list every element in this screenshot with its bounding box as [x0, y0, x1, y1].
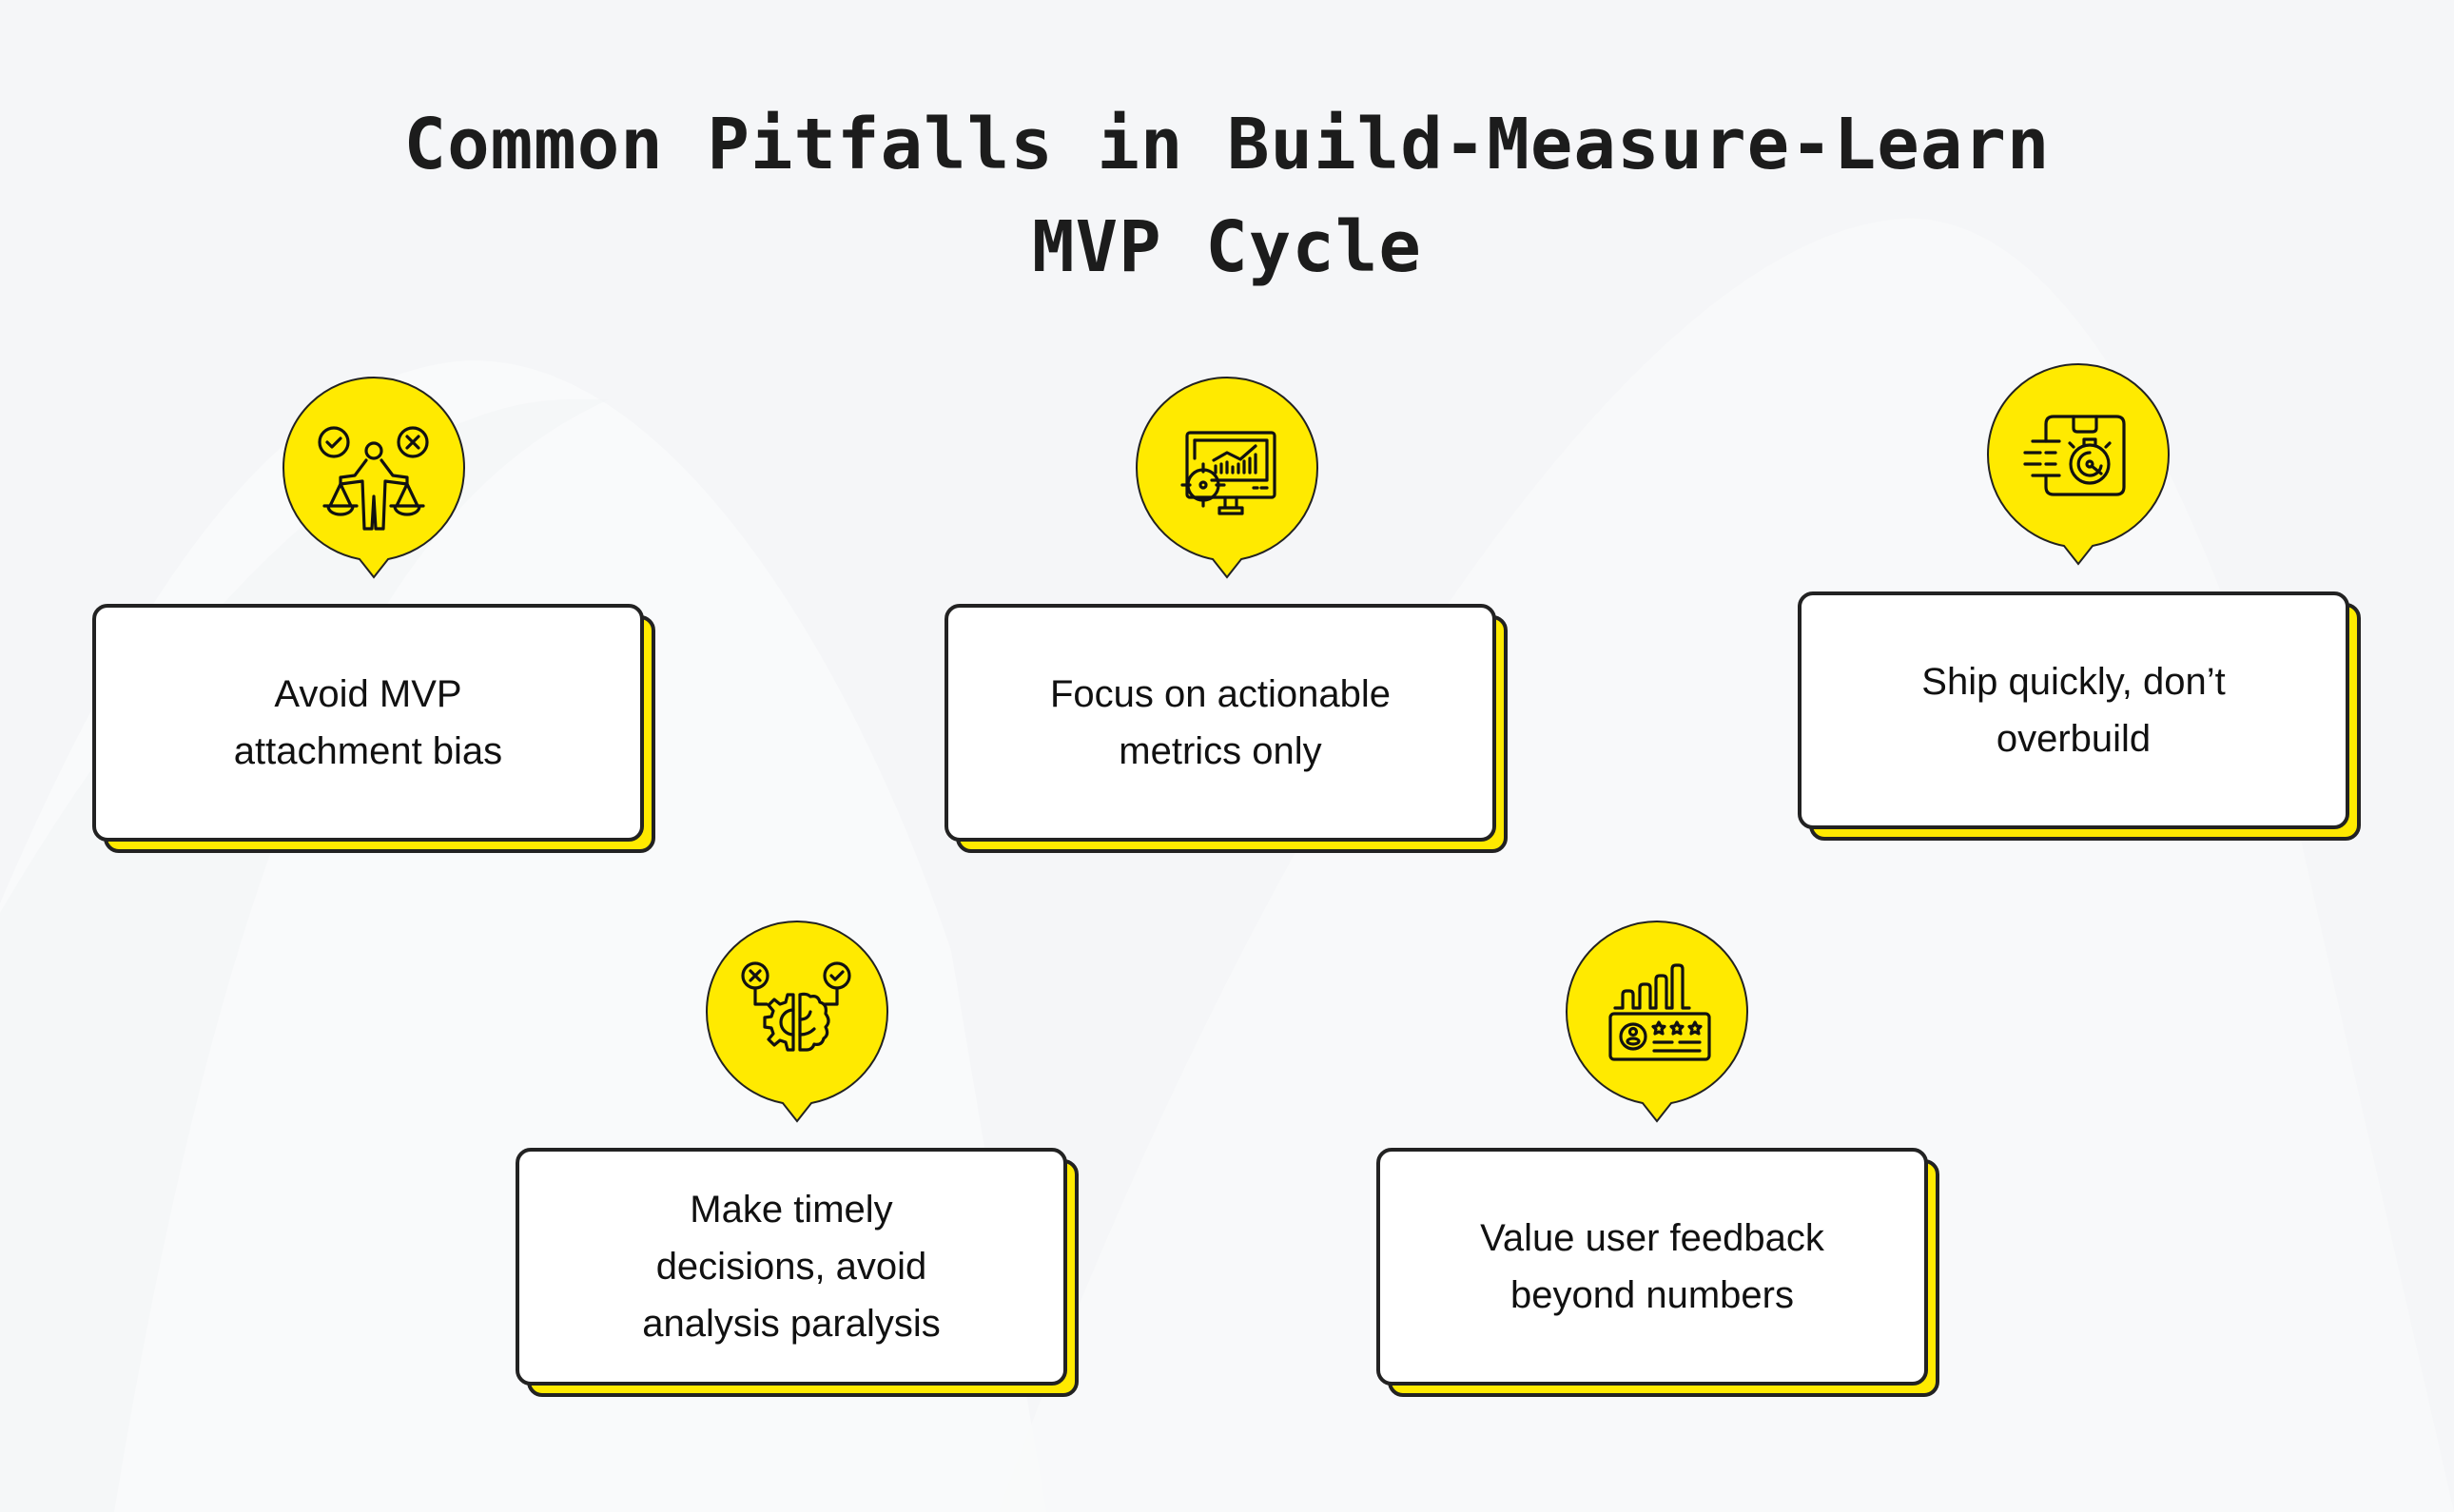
- pin-brain: [702, 917, 892, 1135]
- pitfall-card-5: Value user feedback beyond numbers: [1376, 1148, 1939, 1397]
- card-text-line: metrics only: [1119, 730, 1322, 772]
- card-body: Avoid MVP attachment bias: [92, 604, 644, 842]
- pin-balance: [279, 373, 469, 591]
- card-text-line: Value user feedback: [1480, 1217, 1824, 1259]
- card-text-line: Make timely: [690, 1189, 893, 1231]
- card-text-line: Focus on actionable: [1049, 673, 1391, 715]
- monitor-target-analytics-icon: [1180, 431, 1276, 515]
- card-body: Value user feedback beyond numbers: [1376, 1148, 1928, 1386]
- pin-delivery: [1983, 359, 2173, 578]
- title-line-1: Common Pitfalls in Build-Measure-Learn: [403, 104, 2051, 185]
- page-title: Common Pitfalls in Build-Measure-Learn M…: [0, 93, 2454, 299]
- card-text-line: beyond numbers: [1510, 1274, 1794, 1316]
- card-text-line: overbuild: [1996, 718, 2152, 760]
- card-body: Make timely decisions, avoid analysis pa…: [516, 1148, 1067, 1386]
- brain-gear-decision-icon: [741, 961, 851, 1052]
- card-text-line: attachment bias: [233, 730, 503, 772]
- card-body: Focus on actionable metrics only: [945, 604, 1496, 842]
- fast-delivery-stopwatch-icon: [2023, 415, 2126, 496]
- pin-monitor: [1132, 373, 1322, 591]
- card-text-line: Ship quickly, don’t: [1921, 661, 2226, 703]
- pitfall-card-2: Focus on actionable metrics only: [945, 604, 1508, 853]
- card-text-line: Avoid MVP: [274, 673, 462, 715]
- card-text-line: analysis paralysis: [642, 1303, 941, 1345]
- card-text-line: decisions, avoid: [655, 1246, 927, 1288]
- title-line-2: MVP Cycle: [1032, 206, 1422, 288]
- user-feedback-rating-chart-icon: [1608, 963, 1711, 1061]
- pitfall-card-1: Avoid MVP attachment bias: [92, 604, 655, 853]
- pin-feedback: [1562, 917, 1752, 1135]
- card-body: Ship quickly, don’t overbuild: [1798, 591, 2349, 829]
- pitfall-card-4: Make timely decisions, avoid analysis pa…: [516, 1148, 1079, 1397]
- balance-scale-person-icon: [318, 426, 429, 531]
- pitfall-card-3: Ship quickly, don’t overbuild: [1798, 591, 2361, 841]
